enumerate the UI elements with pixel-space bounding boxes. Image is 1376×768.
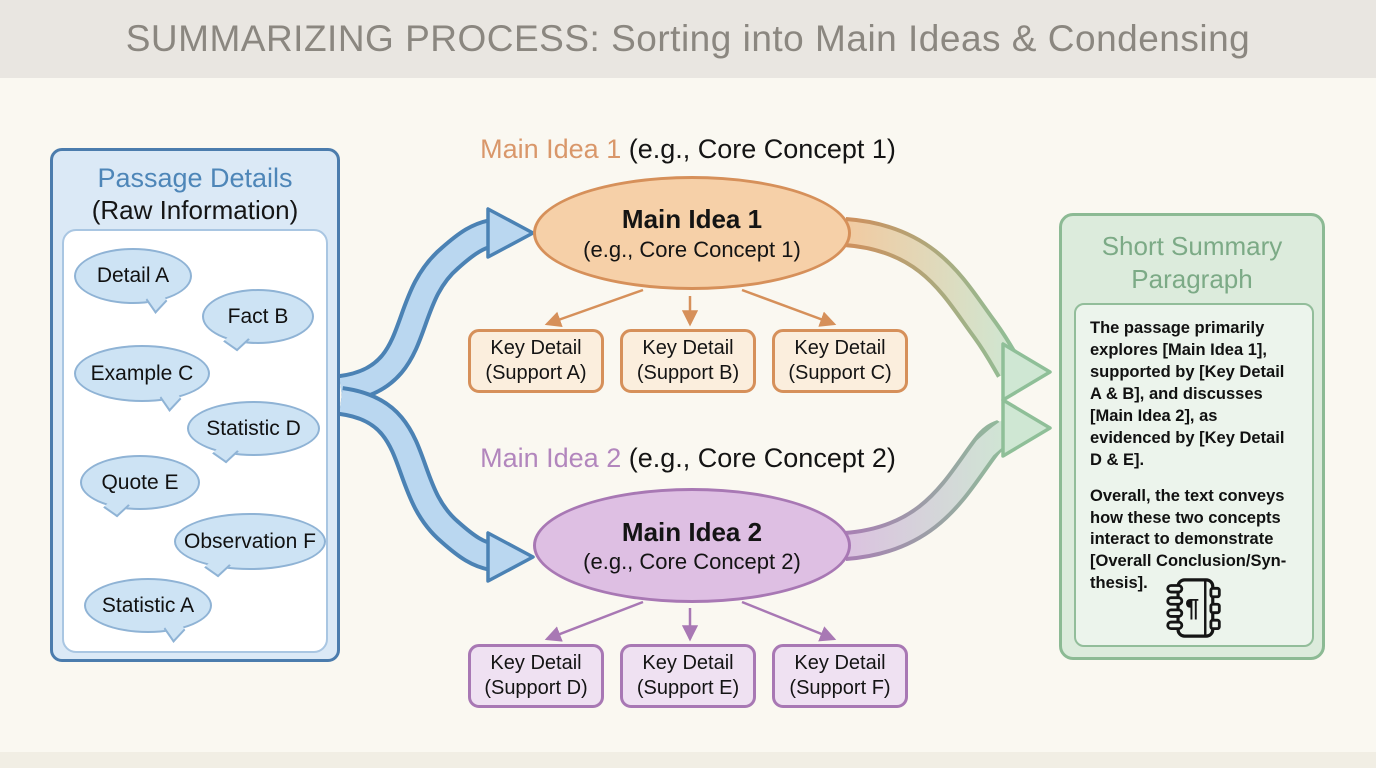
main-idea-2-ellipse: Main Idea 2 (e.g., Core Concept 2) <box>533 488 851 603</box>
bubble-tail <box>212 441 240 464</box>
passage-panel-title: Passage Details <box>97 163 293 193</box>
key-detail-line2: (Support E) <box>636 677 740 699</box>
bubble-label: Example C <box>90 361 194 385</box>
summary-panel-title: Short Summary Paragraph <box>1101 231 1283 294</box>
key-detail-line2: (Support D) <box>484 677 588 699</box>
blue-fork-arrow-lower <box>338 386 535 583</box>
key-detail-line1: Key Detail <box>794 337 886 359</box>
speech-bubble: Quote E <box>80 455 200 518</box>
notebook-icon: ¶ <box>1166 578 1221 638</box>
speech-bubble: Statistic D <box>187 401 320 464</box>
main-idea-2-heading: Main Idea 2 (e.g., Core Concept 2) <box>408 443 968 474</box>
main-idea-1-heading: Main Idea 1 (e.g., Core Concept 1) <box>408 134 968 165</box>
key-detail-line1: Key Detail <box>642 337 734 359</box>
bubble-tail <box>203 555 231 578</box>
main-idea-2-ellipse-title: Main Idea 2 <box>621 516 763 547</box>
bubble-tail <box>159 385 182 412</box>
page-title: SUMMARIZING PROCESS: Sorting into Main I… <box>125 18 1251 59</box>
key-detail-box-support-c: Key Detail (Support C) <box>772 329 908 393</box>
orange-green-arrow <box>843 217 1052 402</box>
passage-bubbles-container: Detail A Fact B Example C Statistic D Qu… <box>62 229 328 653</box>
key-detail-line1: Key Detail <box>490 337 582 359</box>
key-detail-box-support-e: Key Detail (Support E) <box>620 644 756 708</box>
key-detail-line2: (Support A) <box>485 362 587 384</box>
key-detail-box-support-a: Key Detail (Support A) <box>468 329 604 393</box>
main-idea-1-ellipse: Main Idea 1 (e.g., Core Concept 1) <box>533 176 851 290</box>
key-detail-line2: (Support F) <box>789 677 891 699</box>
purple-green-arrow <box>843 398 1052 561</box>
blue-fork-arrow-upper <box>338 207 535 404</box>
key-detail-box-support-f: Key Detail (Support F) <box>772 644 908 708</box>
bubble-label: Detail A <box>96 264 170 287</box>
bubble-label: Statistic D <box>206 416 301 440</box>
speech-bubble: Example C <box>74 345 210 412</box>
passage-details-panel: Passage Details (Raw Information) Detail… <box>50 148 340 662</box>
bubble-label: Fact B <box>227 304 289 328</box>
bubble-tail <box>102 495 130 518</box>
key-detail-line2: (Support B) <box>636 362 740 384</box>
key-detail-line2: (Support C) <box>788 362 892 384</box>
key-detail-line1: Key Detail <box>490 652 582 674</box>
speech-bubble: Observation F <box>174 513 326 578</box>
summary-paragraph-2: Overall, the text conveys how these two … <box>1090 486 1287 593</box>
header-bar: SUMMARIZING PROCESS: Sorting into Main I… <box>0 0 1376 78</box>
main-idea-1-ellipse-subtitle: (e.g., Core Concept 1) <box>583 236 801 262</box>
summary-paragraph-1: The passage primarily explores [Main Ide… <box>1090 319 1285 469</box>
main-idea-2-heading-colored: Main Idea 2 <box>480 443 622 473</box>
pilcrow-glyph: ¶ <box>1185 594 1199 622</box>
bubble-label: Observation F <box>184 529 316 553</box>
main-idea-1-connectors <box>544 288 837 328</box>
bubble-label: Quote E <box>101 470 179 494</box>
bubble-tail <box>145 287 168 314</box>
summary-text-box: The passage primarily explores [Main Ide… <box>1074 303 1314 647</box>
key-detail-box-support-d: Key Detail (Support D) <box>468 644 604 708</box>
summary-panel: Short Summary Paragraph The passage prim… <box>1059 213 1325 660</box>
main-idea-1-heading-plain: (e.g., Core Concept 1) <box>628 134 896 164</box>
bubble-label: Statistic A <box>101 593 195 617</box>
key-detail-line1: Key Detail <box>794 652 886 674</box>
main-idea-1-heading-colored: Main Idea 1 <box>480 134 622 164</box>
footer-band <box>0 752 1376 768</box>
bubble-tail <box>222 329 250 352</box>
key-detail-box-support-b: Key Detail (Support B) <box>620 329 756 393</box>
passage-panel-subtitle: (Raw Information) <box>91 195 299 225</box>
bubble-tail <box>163 616 186 643</box>
speech-bubble: Fact B <box>202 289 314 352</box>
main-idea-2-connectors <box>544 600 837 642</box>
main-idea-2-ellipse-subtitle: (e.g., Core Concept 2) <box>583 549 801 574</box>
main-idea-2-heading-plain: (e.g., Core Concept 2) <box>628 443 896 473</box>
speech-bubble: Statistic A <box>84 578 212 643</box>
speech-bubble: Detail A <box>74 248 192 314</box>
key-detail-line1: Key Detail <box>642 652 734 674</box>
main-idea-1-ellipse-title: Main Idea 1 <box>621 204 763 234</box>
